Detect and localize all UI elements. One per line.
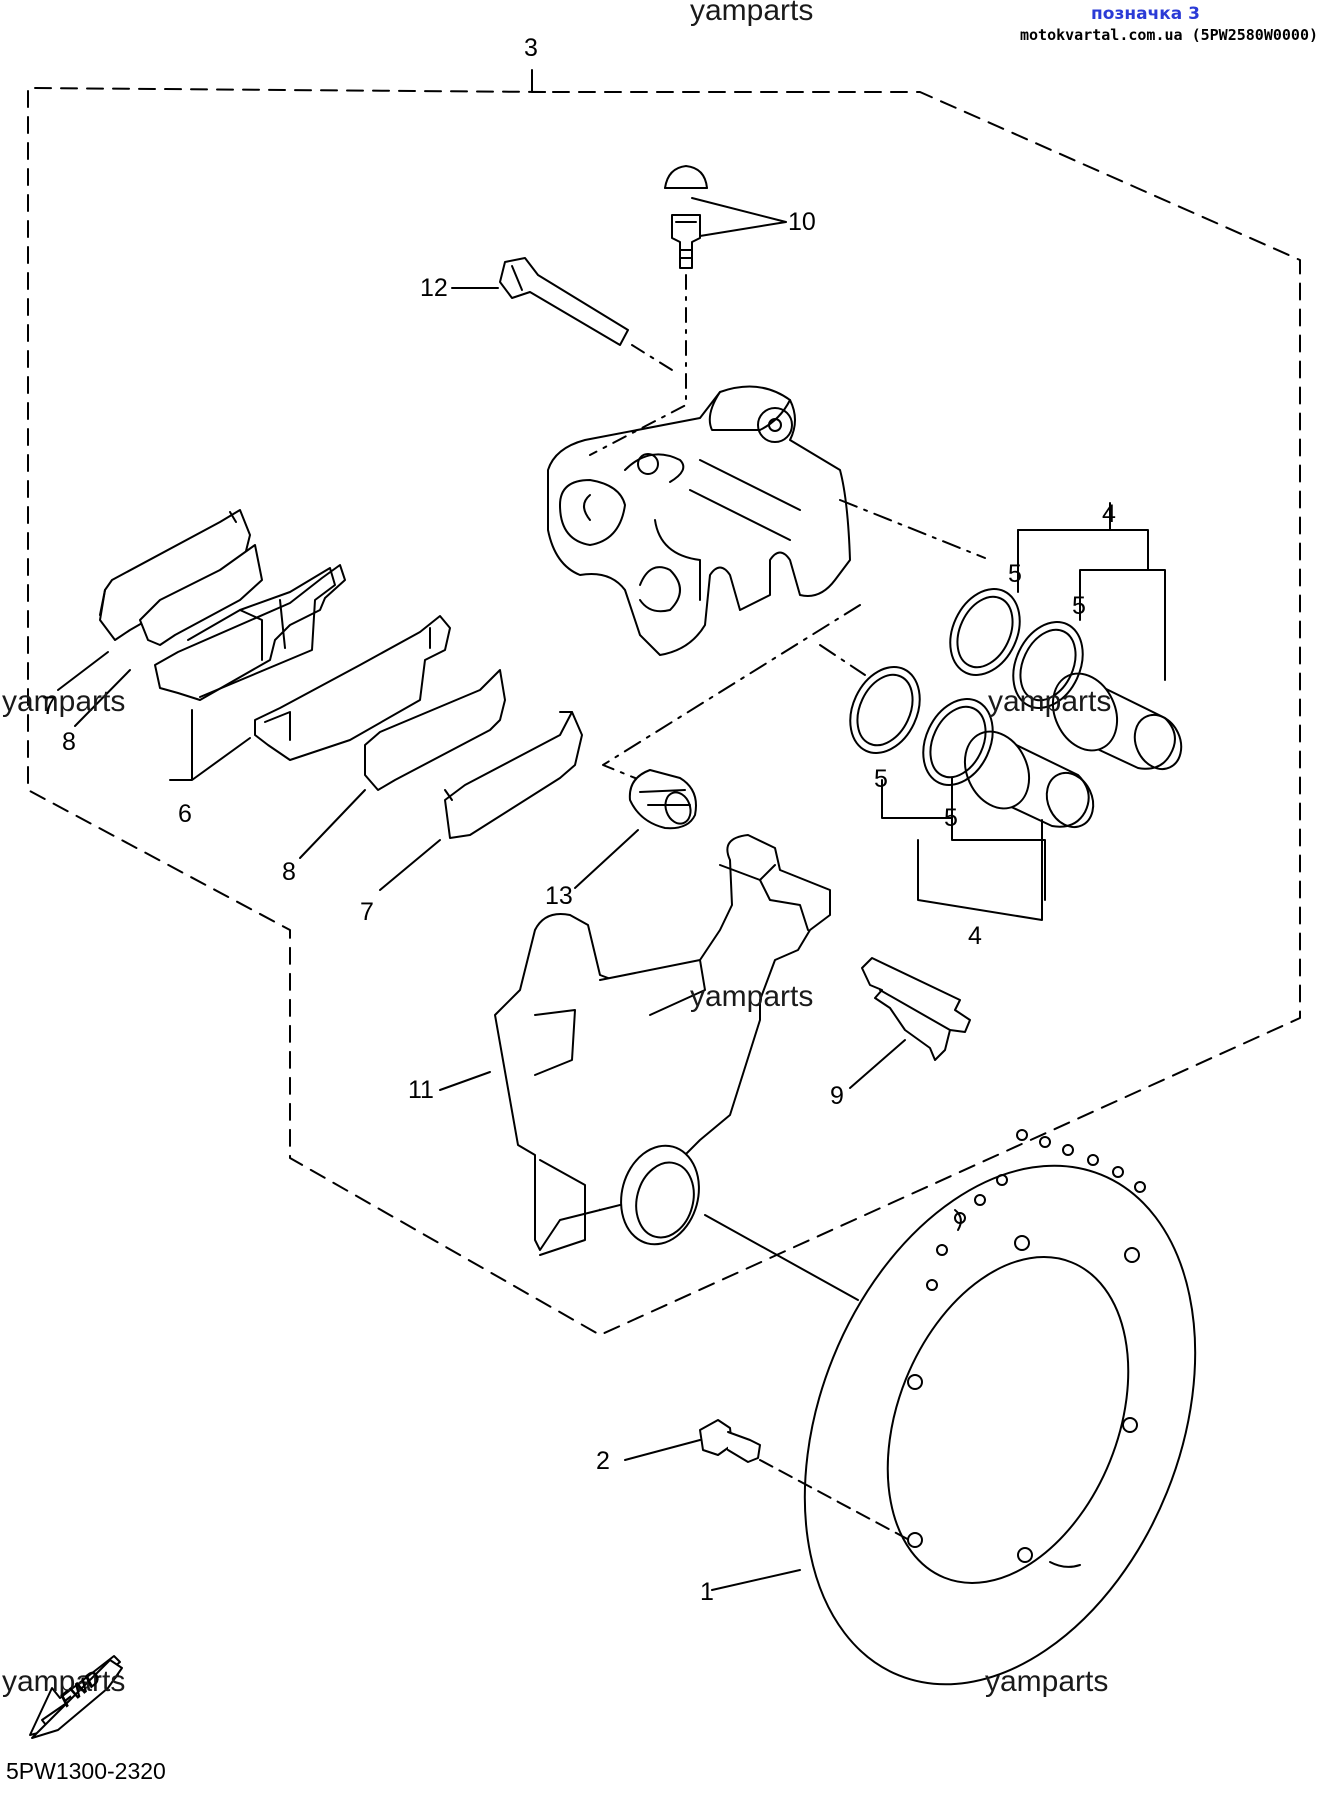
brake-pad-rear — [254, 615, 451, 761]
bracket-4-bottom — [881, 777, 1046, 921]
brake-disc — [803, 1164, 1197, 1686]
callout-5: 5 — [1008, 560, 1022, 588]
callout-7: 7 — [42, 692, 56, 720]
callout-11: 11 — [408, 1076, 434, 1104]
callout-7: 7 — [360, 898, 374, 926]
fwd-arrow-icon — [29, 1655, 123, 1739]
pad-shim-lower — [364, 669, 506, 791]
callout-5: 5 — [1072, 592, 1086, 620]
assembly-boundary — [27, 87, 1301, 1336]
watermark: yamparts — [2, 685, 126, 718]
bolt-install-line — [759, 1459, 914, 1543]
leader-1 — [711, 1569, 801, 1591]
watermark: yamparts — [690, 980, 814, 1013]
diagram-code: 5PW1300-2320 — [6, 1758, 166, 1784]
brake-pad-front — [154, 564, 346, 701]
callout-6: 6 — [178, 800, 192, 828]
bracket-4-top — [1017, 502, 1166, 681]
pad-insulator-upper — [139, 544, 263, 646]
slide-pin-boot — [628, 769, 697, 830]
leader-11 — [439, 1071, 491, 1091]
callout-9: 9 — [830, 1082, 844, 1110]
callout-2: 2 — [596, 1447, 610, 1475]
section-line — [602, 604, 861, 781]
leader-7-lower — [379, 839, 441, 891]
bleeder-cap — [664, 165, 708, 189]
callout-5: 5 — [944, 804, 958, 832]
bracket-to-disc-line — [704, 1214, 859, 1301]
header-label: позначка 3 — [1091, 4, 1200, 24]
leader-3 — [531, 69, 546, 93]
section-line — [819, 644, 866, 676]
leader-9 — [849, 1039, 906, 1089]
piston-seal-2 — [1012, 621, 1084, 709]
callout-12: 12 — [420, 274, 448, 302]
leader-8-upper — [74, 669, 131, 727]
watermark: yamparts — [988, 685, 1112, 718]
bracket-5-top — [1017, 529, 1149, 621]
pad-insulator-lower — [444, 711, 583, 839]
piston-seal-1 — [949, 588, 1021, 676]
piston-upper — [1051, 672, 1183, 771]
watermark: yamparts — [690, 0, 814, 27]
callout-13: 13 — [545, 882, 573, 910]
slide-pin-bolt — [499, 257, 629, 346]
callout-8: 8 — [282, 858, 296, 886]
leader-13 — [574, 829, 639, 889]
piston-seal-4 — [922, 698, 994, 786]
callout-3: 3 — [524, 34, 538, 62]
callout-10: 10 — [788, 208, 816, 236]
leader-7-upper — [57, 651, 109, 691]
piston-seal-3 — [849, 666, 921, 754]
section-line — [839, 499, 986, 559]
callout-4: 4 — [968, 922, 982, 950]
leader-2 — [624, 1439, 701, 1461]
pin-install-line — [631, 344, 673, 371]
leader-8-lower — [299, 789, 366, 859]
bleeder-install-line — [589, 274, 687, 456]
caliper-bracket — [494, 834, 831, 1256]
callout-4: 4 — [1102, 500, 1116, 528]
callout-5: 5 — [874, 765, 888, 793]
disc-bolt — [699, 1419, 761, 1463]
pad-spring — [861, 957, 971, 1061]
watermark: yamparts — [2, 1665, 126, 1698]
caliper-body — [547, 385, 851, 656]
header-site: motokvartal.com.ua (5PW2580W0000) — [1019, 26, 1318, 44]
callout-8: 8 — [62, 728, 76, 756]
watermark: yamparts — [985, 1665, 1109, 1698]
bleeder-screw — [671, 214, 701, 269]
callout-1: 1 — [700, 1578, 714, 1606]
leader-6 — [169, 709, 251, 781]
leader-10 — [691, 197, 787, 237]
